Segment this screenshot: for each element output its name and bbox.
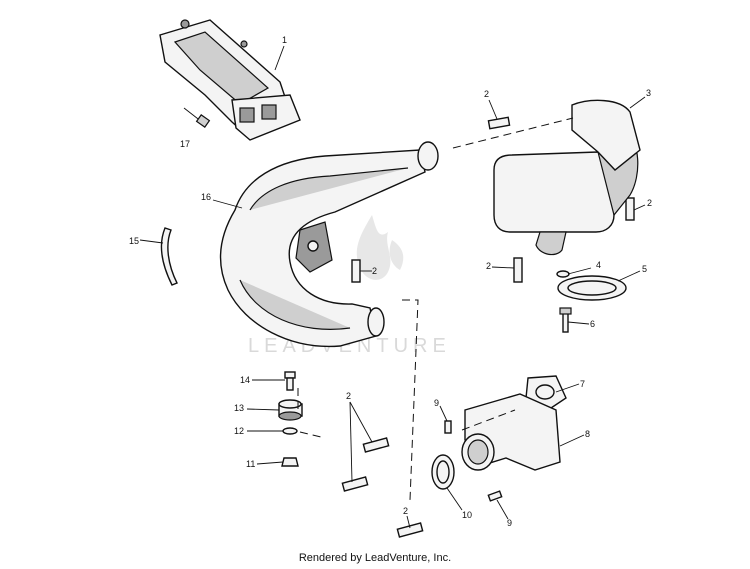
part-1-mount-bracket [159, 19, 301, 141]
part-9-bolt-upper [444, 420, 452, 434]
callout-4: 4 [596, 260, 601, 270]
callout-10: 10 [462, 510, 472, 520]
part-2-spring-a [487, 116, 511, 130]
callout-15: 15 [129, 236, 139, 246]
part-2-spring-e [341, 437, 390, 492]
callout-2d: 2 [372, 266, 377, 276]
part-13-bushing [278, 399, 303, 421]
part-4-washer [556, 270, 570, 278]
part-17-bolt [183, 107, 211, 128]
part-14-stud [284, 371, 296, 391]
leader-lines [139, 45, 646, 529]
part-2-spring-f [396, 522, 424, 538]
part-2-spring-b [625, 197, 635, 221]
part-2-spring-d [351, 259, 361, 283]
callout-12: 12 [234, 426, 244, 436]
callout-labels: 1 2 3 2 16 2 2 4 5 15 6 14 2 7 13 9 12 8… [129, 35, 652, 528]
callout-2b: 2 [647, 198, 652, 208]
part-2-spring-c [513, 257, 523, 283]
part-12-washer [282, 427, 298, 435]
part-6-bolt [559, 307, 572, 333]
callout-2c: 2 [486, 261, 491, 271]
callout-14: 14 [240, 375, 250, 385]
callout-3: 3 [646, 88, 651, 98]
part-3-muffler [493, 99, 641, 256]
callout-1: 1 [282, 35, 287, 45]
part-8-manifold [461, 393, 561, 471]
part-11-nut [281, 457, 299, 467]
part-15-shield [160, 227, 178, 286]
part-10-gasket [431, 454, 455, 490]
callout-2e: 2 [346, 391, 351, 401]
callout-2a: 2 [484, 89, 489, 99]
callout-13: 13 [234, 403, 244, 413]
watermark-logo [356, 215, 404, 280]
callout-5: 5 [642, 264, 647, 274]
part-9-bolt-lower [487, 490, 503, 502]
part-5-grommet [557, 275, 627, 301]
footer-credit: Rendered by LeadVenture, Inc. [298, 552, 452, 564]
callout-16: 16 [201, 192, 211, 202]
callout-6: 6 [590, 319, 595, 329]
callout-17: 17 [180, 139, 190, 149]
callout-7: 7 [580, 379, 585, 389]
part-16-expansion-chamber [219, 141, 439, 348]
callout-9a: 9 [434, 398, 439, 408]
callout-9b: 9 [507, 518, 512, 528]
callout-11: 11 [246, 459, 255, 469]
callout-8: 8 [585, 429, 590, 439]
callout-2f: 2 [403, 506, 408, 516]
